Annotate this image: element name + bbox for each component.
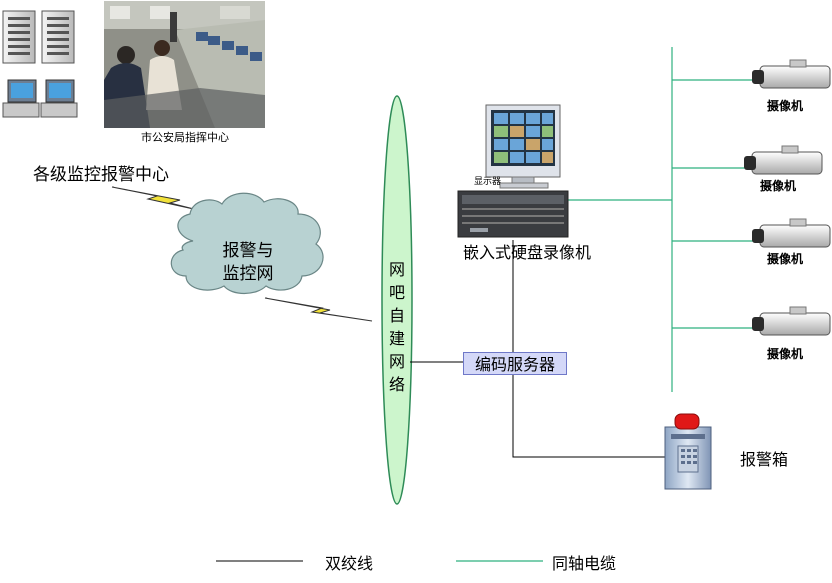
network-bus-label: 网 吧 自 建 网 络 <box>385 258 409 396</box>
camera-label: 摄像机 <box>767 99 804 113</box>
photo-caption: 市公安局指挥中心 <box>141 130 229 144</box>
network-char: 建 <box>388 329 405 348</box>
camera-label: 摄像机 <box>760 179 797 193</box>
camera-icon <box>752 218 831 248</box>
camera-label: 摄像机 <box>767 347 804 361</box>
coax-lines <box>568 47 760 392</box>
cloud-label-line2: 监控网 <box>222 264 274 284</box>
legend-coax-label: 同轴电缆 <box>552 554 617 573</box>
dvr-icon <box>457 104 569 238</box>
network-char: 网 <box>388 260 405 279</box>
network-char: 自 <box>388 306 405 325</box>
network-bus <box>381 95 413 505</box>
dvr-label: 嵌入式硬盘录像机 <box>463 243 592 262</box>
camera-icon <box>744 145 823 175</box>
camera-label: 摄像机 <box>767 252 804 266</box>
network-char: 络 <box>388 375 405 394</box>
encoder-server-label: 编码服务器 <box>463 352 567 375</box>
network-char: 网 <box>388 352 405 371</box>
camera-icon <box>752 306 831 336</box>
twisted-pair-lines <box>410 240 665 458</box>
network-cloud <box>170 192 324 295</box>
workstation-icon <box>2 79 78 118</box>
wireless-link-icon <box>111 186 199 211</box>
wireless-link-icon <box>264 297 373 322</box>
cloud-label: 报警与 监控网 <box>200 240 296 286</box>
cloud-label-line1: 报警与 <box>222 241 274 261</box>
command-center-photo <box>104 1 265 128</box>
alarm-box-label: 报警箱 <box>740 450 789 469</box>
network-char: 吧 <box>388 283 405 302</box>
monitor-label: 显示器 <box>474 176 501 187</box>
server-icon <box>2 10 75 64</box>
alarm-box-icon <box>664 413 712 490</box>
camera-icon <box>752 59 831 89</box>
legend-twisted-pair-label: 双绞线 <box>325 554 374 573</box>
monitoring-center-label: 各级监控报警中心 <box>33 165 169 185</box>
